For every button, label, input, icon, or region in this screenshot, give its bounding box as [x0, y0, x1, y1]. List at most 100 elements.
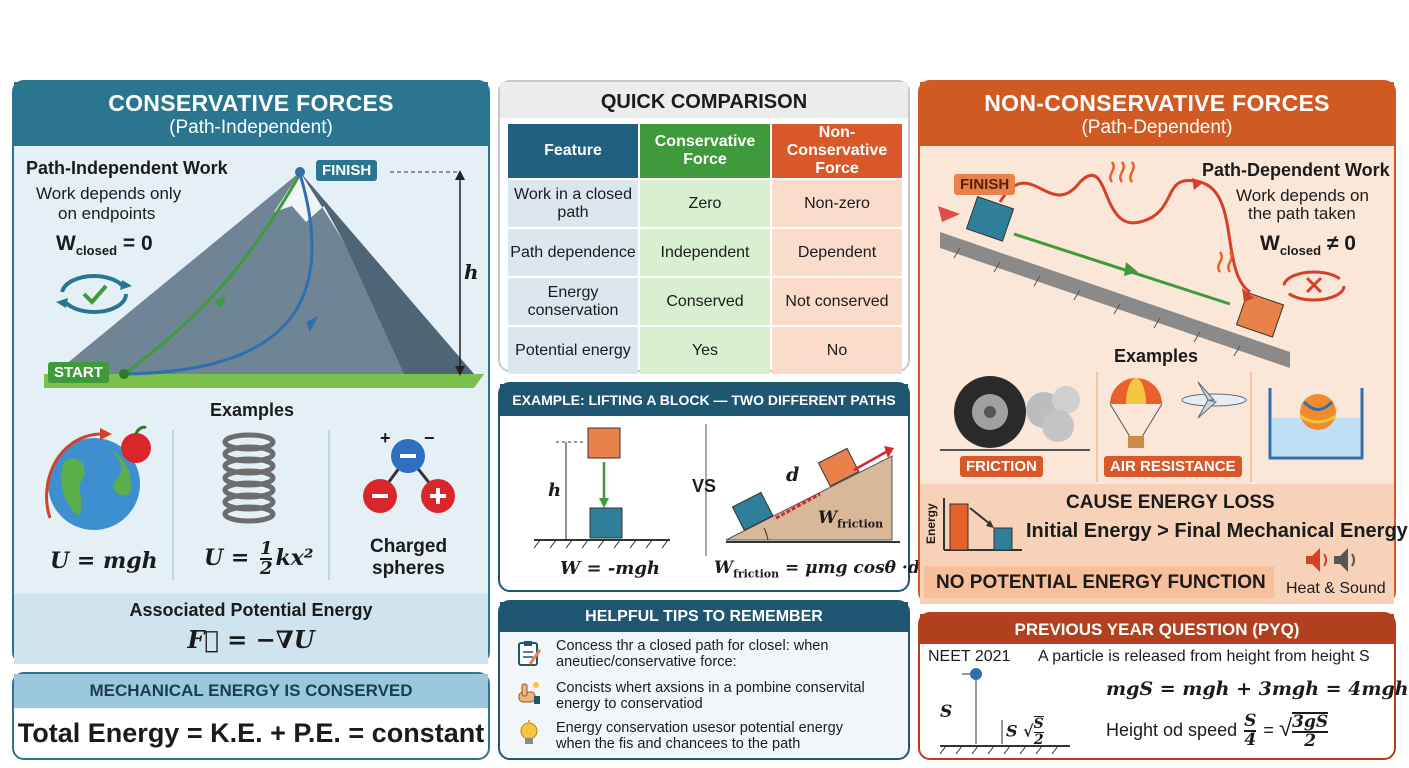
s-small-label: S √ S 2 — [1006, 716, 1044, 748]
header-conservative: Conservative Force — [640, 124, 770, 178]
energy-loss-box: CAUSE ENERGY LOSS Energy Initial Energy … — [920, 484, 1408, 604]
comparison-title: QUICK COMPARISON — [500, 82, 908, 118]
tips-title: HELPFUL TIPS TO REMEMBER — [500, 602, 908, 632]
height-label: h — [464, 260, 479, 284]
parachute-plane-icon — [1109, 378, 1247, 448]
w-friction-label: Wfriction — [818, 508, 884, 531]
example-title: EXAMPLE: LIFTING A BLOCK — TWO DIFFERENT… — [500, 384, 908, 416]
divider — [172, 430, 174, 580]
header-nonconservative: Non-Conservative Force — [772, 124, 902, 178]
friction-label: FRICTION — [960, 456, 1043, 477]
conservative-subtitle: (Path-Independent) — [169, 117, 333, 138]
mountain-illustration — [44, 167, 484, 388]
path-dependent-desc-1: Work depends on — [1236, 186, 1369, 205]
s-height-label: S — [940, 702, 953, 722]
comparison-table: Feature Conservative Force Non-Conservat… — [506, 122, 904, 376]
earth-apple-icon — [45, 425, 151, 530]
mechanical-energy-title: MECHANICAL ENERGY IS CONSERVED — [14, 674, 488, 708]
lift-work-formula: W = -mgh — [560, 558, 661, 579]
associated-energy-box: Associated Potential Energy F⃗ = −∇U — [14, 594, 488, 664]
path-independent-desc-1: Work depends only — [36, 184, 182, 203]
tip-item-2: Concists whert axsions in a pombine cons… — [556, 680, 865, 712]
start-flag: START — [48, 362, 109, 383]
pyq-equation-1: mgS = mgh + 3mgh = 4mgh — [1106, 678, 1409, 700]
finish-flag: FINISH — [954, 174, 1016, 195]
path-independent-title: Path-Independent Work — [26, 158, 228, 178]
tip-item-3: Energy conservation usesor potential ene… — [556, 720, 843, 752]
finish-flag: FINISH — [316, 160, 378, 181]
charged-spheres-label-2: spheres — [372, 558, 445, 579]
header-feature: Feature — [508, 124, 638, 178]
table-cell: Work in a closed path — [508, 180, 638, 227]
table-header-row: Feature Conservative Force Non-Conservat… — [508, 124, 902, 178]
nonconservative-header: NON-CONSERVATIVE FORCES (Path-Dependent) — [920, 82, 1394, 146]
nonconservative-subtitle: (Path-Dependent) — [1081, 117, 1233, 138]
table-row: Energy conservation Conserved Not conser… — [508, 278, 902, 325]
heat-sound-label: Heat & Sound — [1286, 580, 1386, 597]
pyq-equation-2: Height od speed S 4 = √ 3gS 2 — [1106, 711, 1329, 751]
pyq-question: A particle is released from height from … — [1038, 648, 1370, 665]
table-row: Path dependence Independent Dependent — [508, 229, 902, 276]
table-cell: Non-zero — [772, 180, 902, 227]
no-pe-band — [924, 566, 1274, 598]
table-row: Work in a closed path Zero Non-zero — [508, 180, 902, 227]
height-h-label: h — [548, 480, 562, 501]
table-cell: Energy conservation — [508, 278, 638, 325]
nonconservative-title: NON-CONSERVATIVE FORCES — [984, 90, 1330, 116]
table-cell: Not conserved — [772, 278, 902, 325]
air-resistance-label: AIR RESISTANCE — [1104, 456, 1242, 477]
table-row: Potential energy Yes No — [508, 327, 902, 374]
table-cell: Conserved — [640, 278, 770, 325]
lifting-block-diagram — [533, 424, 900, 556]
cause-energy-loss-title: CAUSE ENERGY LOSS — [1066, 492, 1275, 513]
table-cell: Yes — [640, 327, 770, 374]
pyq-title: PREVIOUS YEAR QUESTION (PYQ) — [920, 614, 1394, 644]
ball-in-water-icon — [1268, 388, 1364, 460]
associated-energy-title: Associated Potential Energy — [129, 600, 373, 620]
divider — [1096, 372, 1098, 482]
conservative-title: CONSERVATIVE FORCES — [108, 90, 394, 116]
table-cell: Independent — [640, 229, 770, 276]
spring-formula: U = 1 2 kx² — [204, 538, 314, 579]
vs-label: VS — [692, 476, 717, 496]
energy-axis-label: Energy — [924, 503, 938, 544]
incline-path-diagram — [938, 161, 1290, 368]
nonconservative-panel: NON-CONSERVATIVE FORCES (Path-Dependent) — [918, 80, 1408, 604]
spring-icon — [222, 432, 276, 524]
pyq-exam: NEET 2021 — [928, 648, 1011, 665]
clipboard-icon — [518, 641, 542, 666]
path-independent-desc-2: on endpoints — [58, 204, 156, 223]
charge-plus: + — [380, 428, 391, 448]
path-dependent-title: Path-Dependent Work — [1202, 160, 1390, 180]
cycle-check-icon — [56, 274, 132, 314]
conservative-panel: CONSERVATIVE FORCES (Path-Independent) P… — [12, 80, 490, 664]
tip-item-1: Concess thr a closed path for closel: wh… — [556, 638, 829, 670]
charged-spheres-label-1: Charged — [370, 536, 448, 557]
charge-minus: − — [424, 428, 435, 448]
energy-bar-icon — [943, 498, 1022, 551]
charged-spheres-icon — [363, 439, 455, 513]
cycle-cross-icon — [1282, 270, 1346, 302]
falling-particle-diagram — [939, 668, 1070, 755]
associated-energy-formula: F⃗ = −∇U — [187, 625, 315, 654]
friction-work-formula: Wfriction = μmg cosθ ·d — [714, 558, 920, 581]
table-cell: Path dependence — [508, 229, 638, 276]
table-cell: Dependent — [772, 229, 902, 276]
table-cell: No — [772, 327, 902, 374]
w-closed-nonzero: Wclosed ≠ 0 — [1260, 232, 1356, 259]
gravity-formula: U = mgh — [50, 548, 158, 574]
pyq-panel: PREVIOUS YEAR QUESTION (PYQ) NEET 2021 A… — [918, 612, 1409, 760]
no-potential-energy: NO POTENTIAL ENERGY FUNCTION — [936, 572, 1266, 593]
tips-panel: HELPFUL TIPS TO REMEMBER Concess thr a c… — [498, 600, 910, 760]
hand-icon — [518, 682, 540, 704]
tire-friction-icon — [940, 376, 1090, 451]
example-panel: EXAMPLE: LIFTING A BLOCK — TWO DIFFERENT… — [498, 382, 920, 592]
divider — [328, 430, 330, 580]
w-closed-zero: Wclosed = 0 — [56, 232, 153, 259]
nonconservative-examples-title: Examples — [1114, 346, 1199, 366]
mechanical-energy-panel: MECHANICAL ENERGY IS CONSERVED Total Ene… — [12, 672, 490, 760]
lightbulb-icon — [520, 720, 538, 744]
comparison-panel: QUICK COMPARISON Feature Conservative Fo… — [498, 80, 910, 374]
conservative-header: CONSERVATIVE FORCES (Path-Independent) — [14, 82, 488, 146]
